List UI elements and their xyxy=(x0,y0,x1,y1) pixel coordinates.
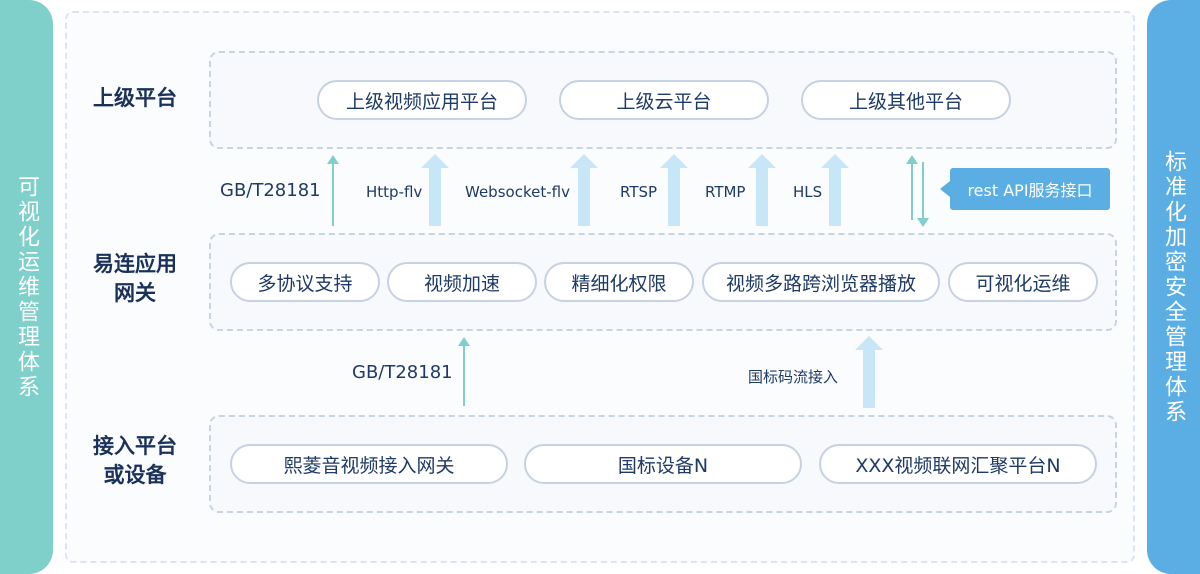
proto-gbt28181-upper: GB/T28181 xyxy=(220,180,321,201)
bottom-item-xiling-gateway: 熙菱音视频接入网关 xyxy=(230,444,508,484)
arrow-rtmp xyxy=(748,154,776,226)
top-item-video-app: 上级视频应用平台 xyxy=(317,80,527,120)
arrow-websocket-flv xyxy=(570,154,598,226)
left-side-bar: 可视化运维管理体系 xyxy=(0,0,53,574)
top-item-cloud: 上级云平台 xyxy=(559,80,769,120)
left-side-label: 可视化运维管理体系 xyxy=(14,174,40,400)
bottom-row-label: 接入平台 或设备 xyxy=(70,432,200,491)
bottom-row-label-line1: 接入平台 xyxy=(93,434,177,458)
bottom-item-xxx-platform: XXX视频联网汇聚平台N xyxy=(819,444,1097,484)
proto-gbt28181-lower: GB/T28181 xyxy=(352,362,453,383)
arrow-http-flv xyxy=(421,154,449,226)
arrow-thin-gbt-upper xyxy=(327,155,339,226)
middle-row-label: 易连应用 网关 xyxy=(70,250,200,309)
proto-websocket-flv: Websocket-flv xyxy=(465,183,570,201)
right-side-label: 标准化加密安全管理体系 xyxy=(1161,149,1187,425)
arrow-gb-stream xyxy=(855,336,883,408)
top-row-label: 上级平台 xyxy=(93,86,177,110)
proto-hls: HLS xyxy=(793,183,823,201)
proto-rtsp: RTSP xyxy=(620,183,658,201)
proto-gb-stream: 国标码流接入 xyxy=(748,368,839,386)
middle-item-fine-permission: 精细化权限 xyxy=(544,262,694,302)
arrow-thin-gbt-lower xyxy=(458,337,470,406)
middle-row-label-line2: 网关 xyxy=(114,281,156,306)
bottom-row-label-line2: 或设备 xyxy=(103,463,167,488)
proto-http-flv: Http-flv xyxy=(366,183,423,201)
top-item-other: 上级其他平台 xyxy=(801,80,1011,120)
proto-rtmp: RTMP xyxy=(705,183,746,201)
arrow-hls xyxy=(821,154,849,226)
bottom-item-gb-device: 国标设备N xyxy=(524,444,802,484)
middle-item-visual-ops: 可视化运维 xyxy=(948,262,1098,302)
arrow-rtsp xyxy=(660,154,688,226)
middle-item-multi-protocol: 多协议支持 xyxy=(230,262,380,302)
arrow-api-bidirectional xyxy=(906,155,929,227)
rest-api-label: rest API服务接口 xyxy=(940,168,1110,210)
middle-item-video-accel: 视频加速 xyxy=(387,262,537,302)
right-side-bar: 标准化加密安全管理体系 xyxy=(1147,0,1200,574)
middle-item-multi-browser: 视频多路跨浏览器播放 xyxy=(702,262,940,302)
middle-row-label-line1: 易连应用 xyxy=(93,252,177,276)
